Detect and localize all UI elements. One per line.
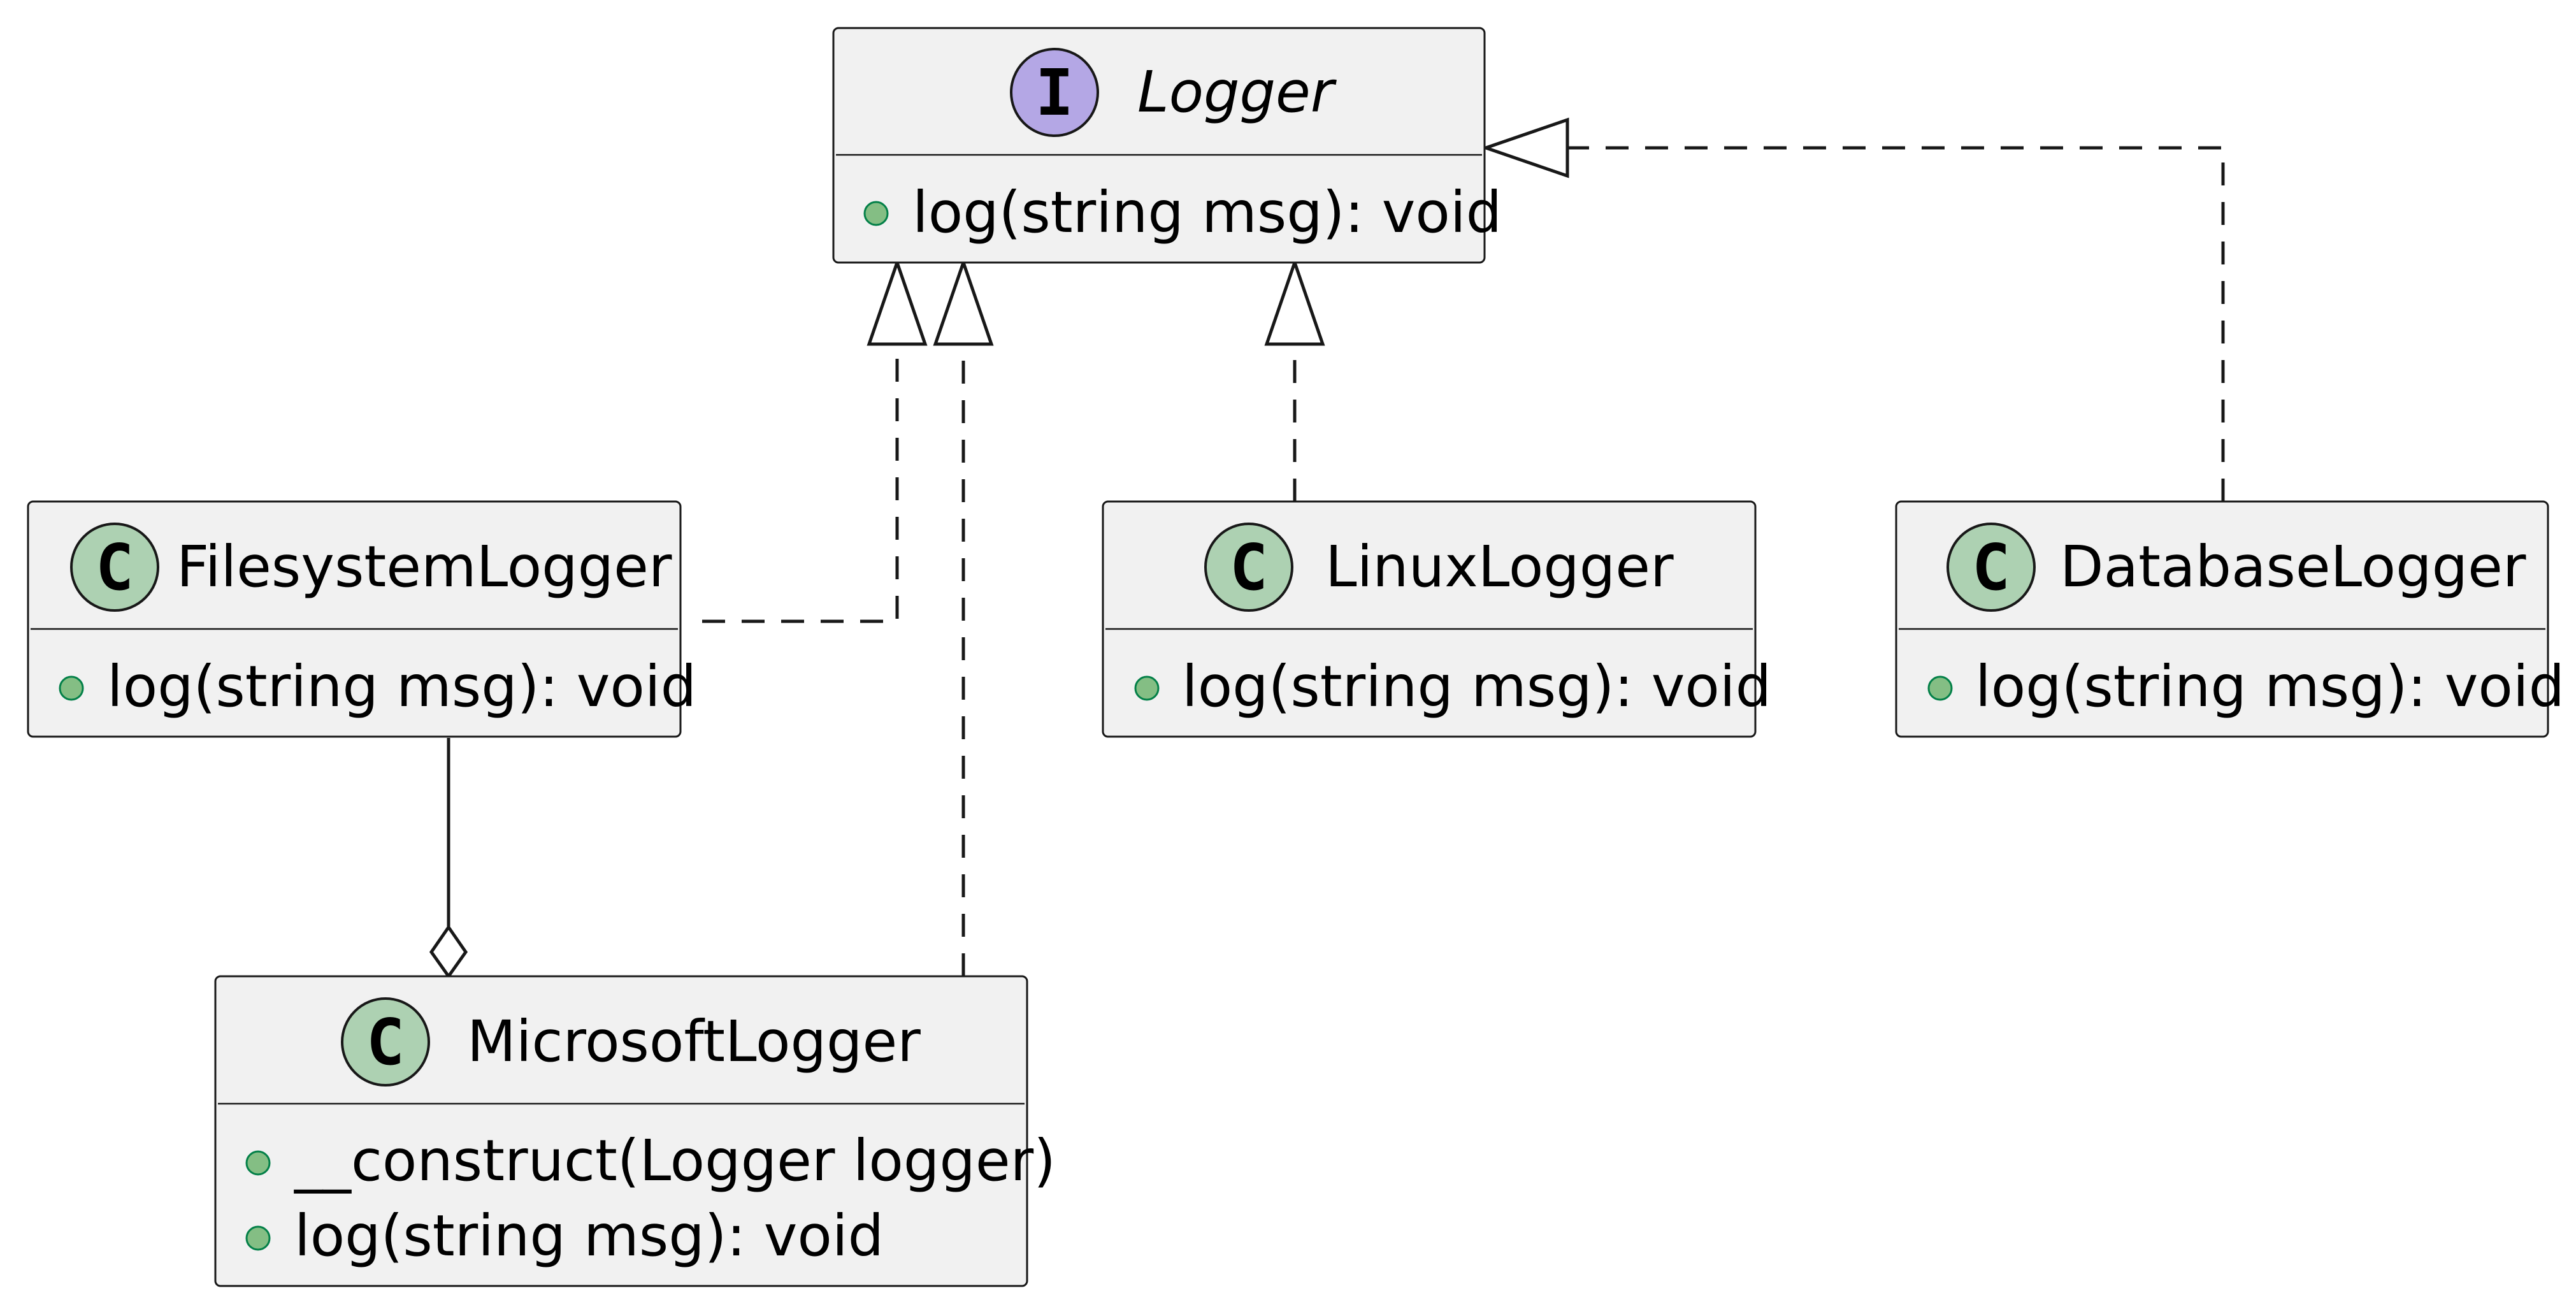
public-visibility-icon [863, 201, 889, 226]
public-visibility-icon [245, 1150, 271, 1176]
public-visibility-icon [59, 675, 84, 701]
public-visibility-icon [1134, 675, 1160, 701]
method: log(string msg): void [1182, 653, 1771, 719]
stereotype-letter: C [366, 1005, 405, 1079]
method: log(string msg): void [1975, 653, 2565, 719]
interface-logger: I Logger log(string msg): void [832, 27, 1502, 264]
class-linuxlogger: C LinuxLogger log(string msg): void [1102, 500, 1771, 738]
class-stereotype-icon [1204, 523, 1293, 612]
class-name: Logger [1137, 59, 1337, 125]
class-stereotype-icon [1946, 523, 2036, 612]
class-filesystemlogger: C FilesystemLogger log(string msg): void [27, 500, 696, 738]
class-databaselogger: C DatabaseLogger log(string msg): void [1895, 500, 2565, 738]
stereotype-letter: C [1230, 530, 1268, 605]
aggregation-diamond [429, 924, 468, 979]
method: log(string msg): void [107, 653, 696, 719]
class-microsoftlogger: C MicrosoftLogger __construct(Logger log… [214, 975, 1056, 1287]
interface-stereotype-icon [1010, 48, 1099, 137]
method: log(string msg): void [912, 179, 1502, 245]
stereotype-letter: C [96, 530, 134, 605]
class-stereotype-icon [341, 997, 430, 1087]
arrowhead-linux-logger [1264, 257, 1325, 346]
arrowhead-microsoft-logger [933, 257, 994, 346]
edge-filesystem-logger-realization [702, 344, 899, 623]
edge-database-logger-realization [1567, 146, 2225, 502]
class-name: FilesystemLogger [176, 533, 672, 600]
class-name: MicrosoftLogger [467, 1008, 921, 1074]
edges [429, 117, 2225, 979]
public-visibility-icon [1927, 675, 1953, 701]
stereotype-letter: I [1035, 55, 1074, 130]
class-stereotype-icon [70, 523, 159, 612]
arrowhead-filesystem-logger [867, 257, 928, 346]
stereotype-letter: C [1972, 530, 2010, 605]
public-visibility-icon [245, 1225, 271, 1251]
method: log(string msg): void [294, 1202, 884, 1269]
class-name: LinuxLogger [1325, 533, 1674, 600]
method: __construct(Logger logger) [294, 1127, 1056, 1194]
arrowhead-database-logger [1481, 117, 1569, 178]
class-name: DatabaseLogger [2060, 533, 2526, 600]
